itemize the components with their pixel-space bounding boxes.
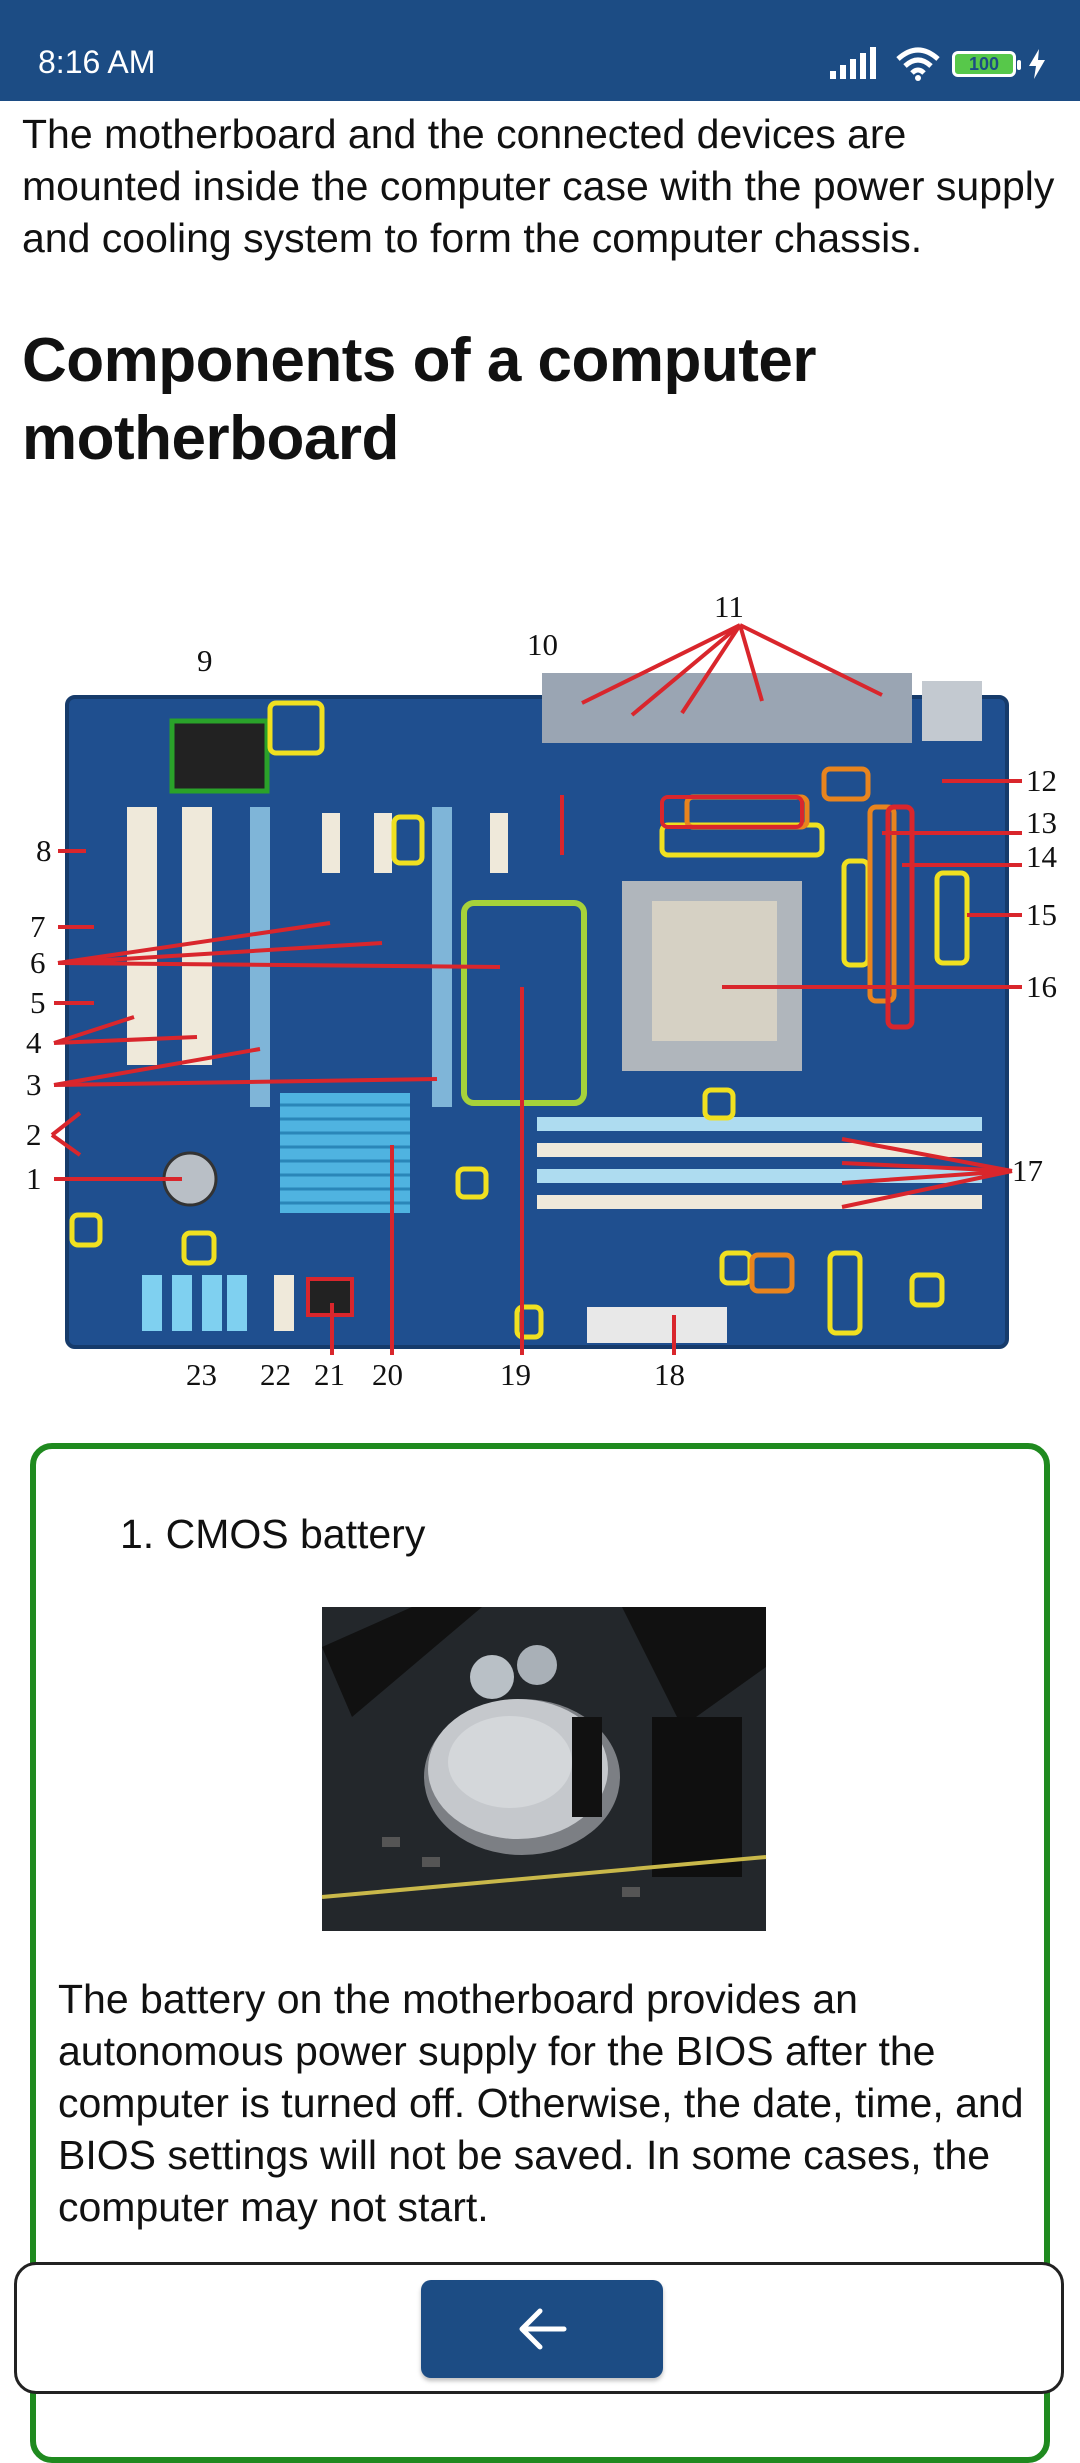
motherboard-diagram: 1 2 3 4 5 6 7 8 9 10 11 12 13 14 15 16 1… [22, 585, 1058, 1392]
diagram-label-22: 22 [260, 1357, 291, 1392]
diagram-label-14: 14 [1026, 839, 1058, 874]
status-time: 8:16 AM [38, 44, 156, 80]
diagram-label-1: 1 [26, 1161, 42, 1196]
diagram-label-3: 3 [26, 1067, 42, 1102]
diagram-label-17: 17 [1012, 1153, 1043, 1188]
component-title: 1. CMOS battery [120, 1511, 426, 1557]
diagram-label-23: 23 [186, 1357, 217, 1392]
diagram-label-5: 5 [30, 985, 46, 1020]
cmos-battery-image [321, 1607, 767, 1931]
diagram-label-11: 11 [714, 589, 744, 624]
back-button[interactable] [421, 2280, 663, 2378]
diagram-label-19: 19 [500, 1357, 531, 1392]
diagram-label-2: 2 [26, 1117, 42, 1152]
diagram-label-18: 18 [654, 1357, 685, 1392]
diagram-label-9: 9 [197, 643, 213, 678]
diagram-label-15: 15 [1026, 897, 1057, 932]
section-heading: Components of a computer motherboard [22, 326, 817, 473]
wifi-icon [896, 47, 940, 81]
diagram-label-10: 10 [527, 627, 558, 662]
status-icons: 100 [828, 44, 1046, 84]
battery-level: 100 [968, 53, 1000, 74]
bottom-navigation-bar [14, 2262, 1064, 2394]
component-description: The battery on the motherboard provides … [58, 1976, 1024, 2230]
charging-icon [1029, 49, 1045, 79]
arrow-left-icon [519, 2308, 567, 2350]
diagram-label-8: 8 [36, 833, 52, 868]
status-bar: 8:16 AM 100 [0, 0, 1080, 101]
diagram-label-12: 12 [1026, 763, 1057, 798]
battery-icon: 100 [952, 51, 1021, 77]
diagram-label-21: 21 [314, 1357, 345, 1392]
motherboard-illustration: 1 2 3 4 5 6 7 8 9 10 11 12 13 14 15 16 1… [26, 589, 1058, 1392]
diagram-label-4: 4 [26, 1025, 42, 1060]
diagram-label-6: 6 [30, 945, 46, 980]
cmos-battery-photo [321, 1607, 767, 1931]
intro-paragraph: The motherboard and the connected device… [22, 111, 1055, 261]
article-content: The motherboard and the connected device… [22, 108, 1062, 478]
diagram-label-7: 7 [30, 909, 46, 944]
diagram-label-20: 20 [372, 1357, 403, 1392]
diagram-label-16: 16 [1026, 969, 1057, 1004]
diagram-label-13: 13 [1026, 805, 1057, 840]
signal-icon [830, 47, 876, 79]
